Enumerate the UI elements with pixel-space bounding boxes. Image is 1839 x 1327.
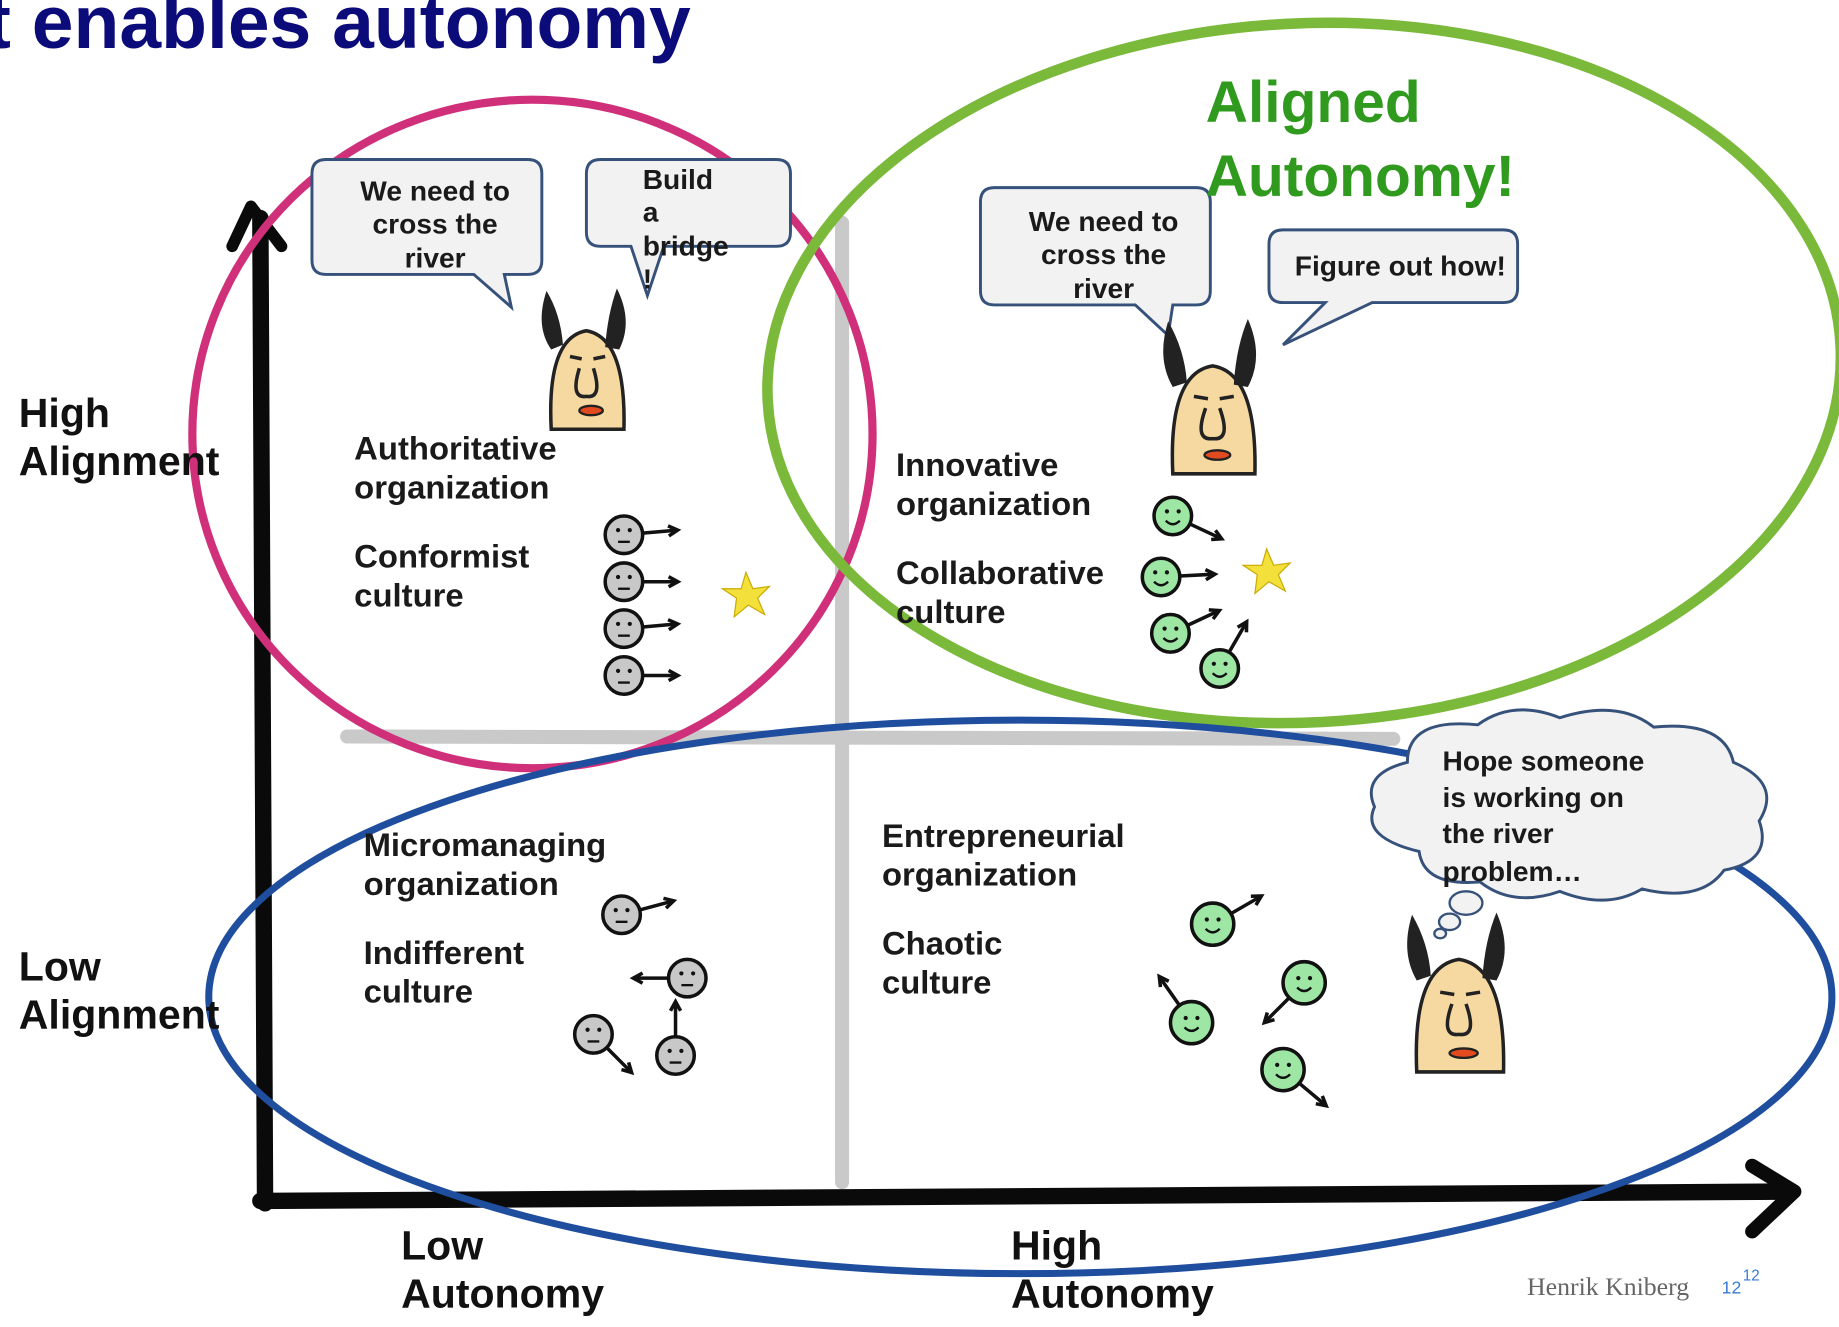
face-br-3 [1157, 973, 1215, 1046]
team-faces [572, 495, 1329, 1109]
bubble-tl-need-text: We need to cross the river [360, 175, 510, 274]
y-axis-low-label: Low Alignment [18, 944, 220, 1039]
leader-figure-tl [541, 288, 626, 432]
bubble-tl-need-shape [310, 158, 544, 312]
tr-culture-label: Collaborative culture [896, 554, 1105, 630]
face-bl-4 [655, 997, 697, 1077]
star-icon-tr [1241, 547, 1292, 595]
thought-dot-3 [1433, 927, 1448, 940]
tr-organization-label: Innovative organization [896, 446, 1092, 522]
leader-figure-tr [1163, 319, 1257, 476]
thought-dot-2 [1437, 912, 1462, 932]
star-icon-tl [720, 570, 772, 619]
green-ellipse [762, 17, 1839, 729]
face-br-4 [1260, 1046, 1329, 1109]
x-axis-arrowhead [1745, 1158, 1802, 1239]
aligned-autonomy-callout: Aligned Autonomy! [1205, 69, 1516, 209]
footer-author: Henrik Kniberg [1526, 1271, 1690, 1301]
blue-ellipse [205, 716, 1836, 1278]
face-tr-2 [1140, 556, 1219, 598]
thought-cloud-text: Hope someone is working on the river pro… [1442, 745, 1645, 888]
tl-organization-label: Authoritative organization [354, 430, 557, 506]
footer-page-superscript: 12 [1742, 1266, 1760, 1285]
face-tr-4 [1199, 618, 1249, 690]
bubble-tl-build-shape [584, 158, 792, 301]
face-bl-2 [629, 957, 708, 999]
x-axis-low-label: Low Autonomy [401, 1223, 605, 1318]
bubble-tr-figure-text: Figure out how! [1294, 250, 1506, 283]
thought-cloud-shape [1369, 708, 1769, 902]
br-organization-label: Entrepreneurial organization [881, 817, 1125, 893]
page-title: t enables autonomy [0, 0, 691, 65]
face-br-2 [1261, 959, 1328, 1026]
x-axis [252, 1183, 1801, 1210]
bubble-tr-figure-shape [1267, 228, 1520, 347]
bubble-tr-need-text: We need to cross the river [1028, 206, 1179, 305]
face-tl-2 [603, 561, 682, 603]
face-tl-1 [603, 514, 682, 556]
y-axis-high-label: High Alignment [18, 390, 220, 485]
face-bl-3 [572, 1013, 635, 1076]
face-bl-1 [601, 894, 678, 936]
face-br-1 [1189, 894, 1265, 948]
tl-culture-label: Conformist culture [354, 538, 530, 614]
y-axis-arrowhead [226, 200, 288, 253]
x-axis-high-label: High Autonomy [1010, 1223, 1214, 1318]
footer-page-number: 12 [1721, 1278, 1742, 1299]
br-culture-label: Chaotic culture [881, 925, 1003, 1001]
bl-culture-label: Indifferent culture [363, 934, 525, 1010]
bubble-tr-need-shape [978, 186, 1212, 339]
pink-circle [188, 95, 877, 773]
leader-figure-br [1407, 912, 1506, 1074]
face-tl-3 [603, 608, 682, 650]
face-tr-1 [1152, 495, 1226, 542]
bl-organization-label: Micromanaging organization [363, 826, 607, 902]
face-tl-4 [603, 655, 682, 697]
bubble-tl-build-text: Build a bridge ! [642, 164, 729, 296]
y-axis [252, 209, 274, 1212]
horizontal-divider [340, 729, 1401, 746]
thought-dot-1 [1448, 890, 1484, 916]
face-tr-3 [1149, 608, 1223, 654]
